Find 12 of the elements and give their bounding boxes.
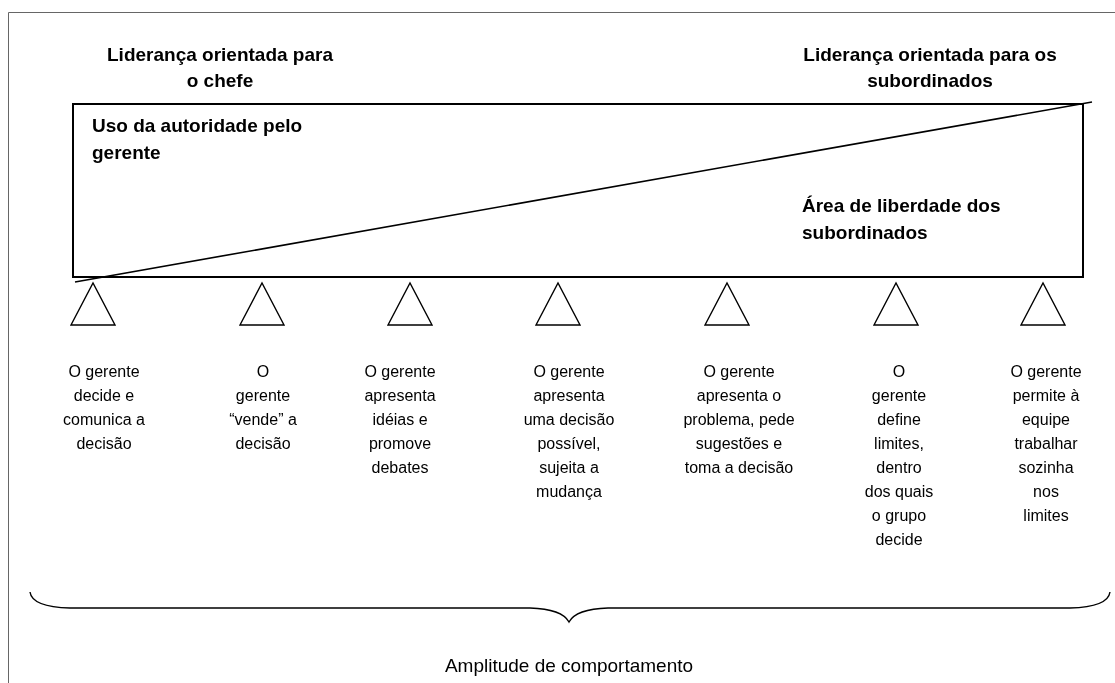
- region-label: Uso da autoridade pelo gerente: [92, 114, 304, 165]
- description: O gerente apresenta o problema, pede sugestões e toma a decisão: [683, 362, 795, 478]
- region-label: Área de liberdade dos subordinados: [802, 194, 1002, 245]
- description: O gerente “vende” a decisão: [228, 362, 298, 454]
- description: O gerente permite à equipe trabalhar sozinha nos limites: [1010, 362, 1082, 526]
- heading: Liderança orientada para os subordinados: [802, 43, 1058, 93]
- description: O gerente decide e comunica a decisão: [62, 362, 146, 454]
- description: O gerente apresenta idéias e promove debates: [363, 362, 437, 478]
- heading: Liderança orientada para o chefe: [106, 43, 334, 93]
- description: O gerente define limites, dentro dos quais o grupo decide: [864, 362, 934, 550]
- description: O gerente apresenta uma decisão possível, sujeita a mudança: [522, 362, 616, 502]
- axis-caption: Amplitude de comportamento: [443, 654, 695, 678]
